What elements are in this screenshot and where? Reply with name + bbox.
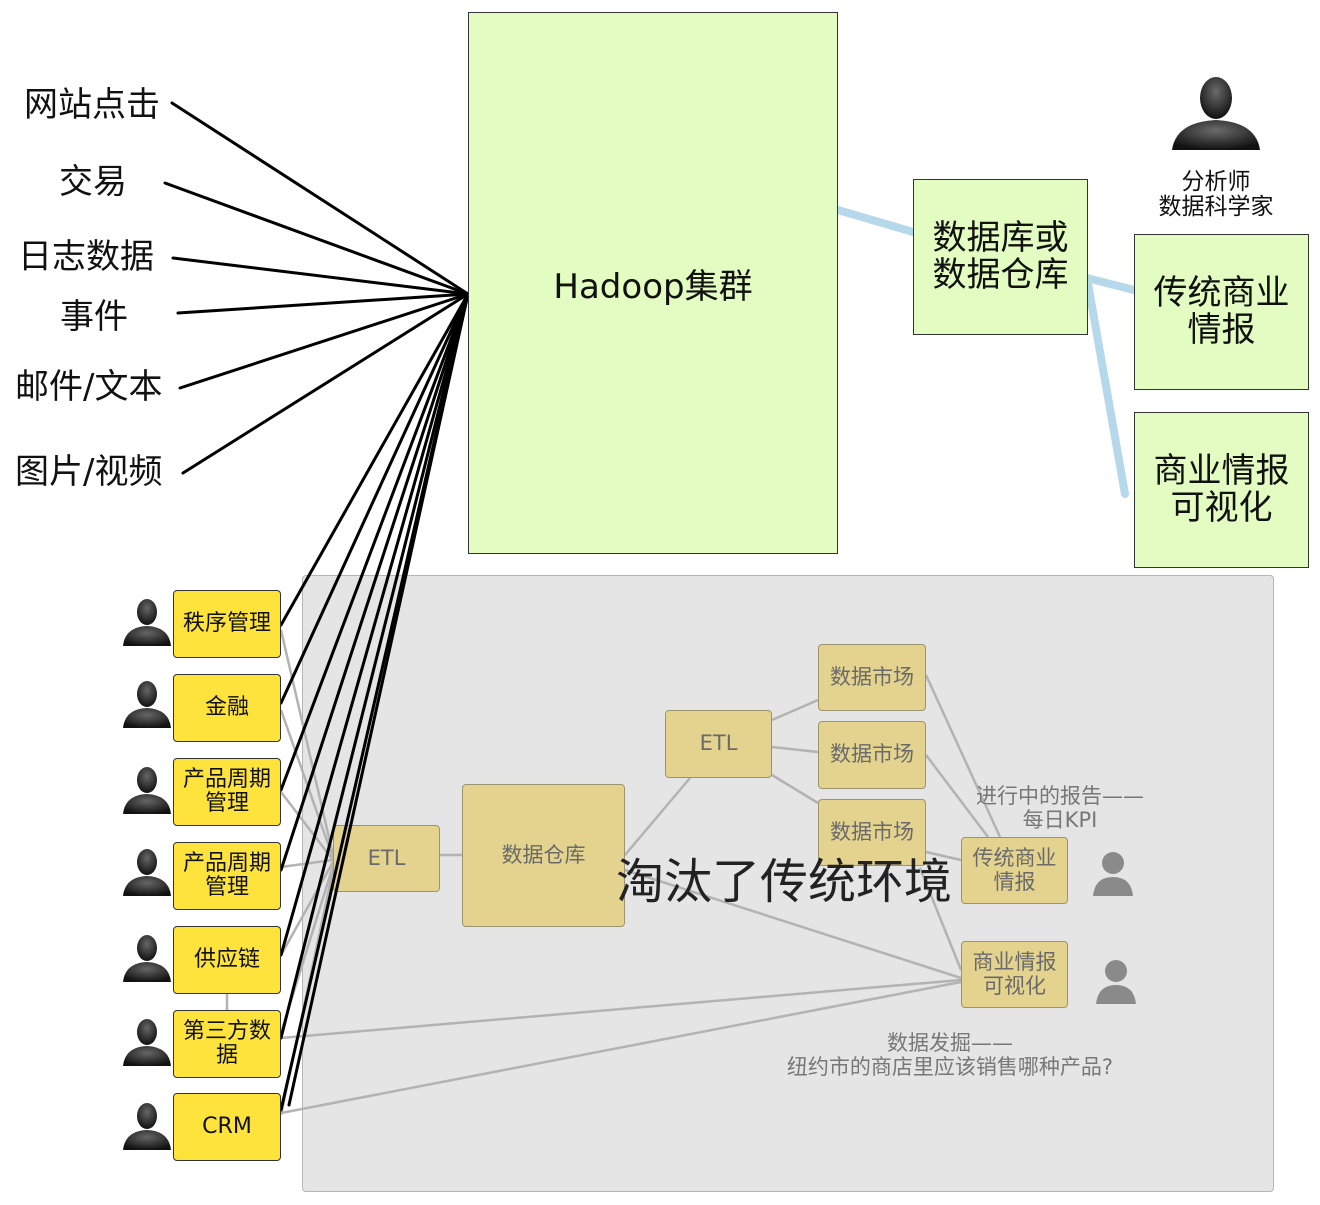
line-transactions [163,181,470,296]
line-third-party [279,292,470,1040]
traditional-bi-box: 传统商业 情报 [1134,234,1309,390]
connector-third-to-viz [280,978,962,1040]
bi-visualization-box: 商业情报 可视化 [1134,412,1309,568]
connector-hadoop-to-warehouse [834,206,917,236]
system-supply-chain: 供应链 [173,926,281,994]
legacy-etl-box: ETL [333,825,440,892]
data-mart-box-1: 数据市场 [818,644,926,711]
source-label-image-video: 图片/视频 [15,452,163,492]
line-image-video [181,292,470,475]
source-label-events: 事件 [60,297,128,337]
legacy-data-warehouse-box: 数据仓库 [462,784,625,927]
bi-visualization-label: 商业情报 可视化 [1153,450,1290,528]
traditional-bi-label: 传统商业 情报 [1153,272,1290,350]
connector-warehouse-to-viz [1083,274,1129,498]
data-mining-note: 数据发掘—— 纽约市的商店里应该销售哪种产品? [786,1031,1114,1080]
database-warehouse-label: 数据库或 数据仓库 [932,217,1069,295]
connector-warehouse-to-viz [624,868,962,980]
user-icon-order-management [122,598,172,646]
user-icon-finance [122,680,172,728]
connector-mart3-to-viz [918,867,963,971]
system-third-party-data-label: 第三方数 据 [182,1018,271,1068]
user-icon-product-lifecycle-2 [122,848,172,896]
connector-etl2-to-mart1 [771,698,819,722]
user-icon-supply-chain [122,934,172,982]
hadoop-cluster-box: Hadoop集群 [468,12,838,554]
legacy-obsolete-stamp: 淘汰了传统环境 [616,854,953,910]
system-order-management-label: 秩序管理 [182,610,271,636]
line-supply-chain [279,292,470,957]
system-product-lifecycle-1-label: 产品周期 管理 [182,766,271,816]
line-crm-2 [287,292,470,1107]
user-icon-product-lifecycle-1 [122,766,172,814]
connector-mart3-to-bi [925,850,962,862]
connector-warehouse-to-bi [1083,274,1138,294]
legacy-etl-secondary-box: ETL [665,710,772,778]
connector-mart1-to-bi [924,674,1002,838]
user-icon-third-party-data [122,1018,172,1066]
source-label-transactions: 交易 [59,162,127,202]
system-third-party-data: 第三方数 据 [173,1010,281,1078]
analyst-avatar-icon [1170,76,1262,150]
database-warehouse-box: 数据库或 数据仓库 [913,179,1088,335]
legacy-bi-visualization-box: 商业情报 可视化 [961,941,1068,1008]
connector-etl2-to-mart3 [771,773,819,805]
connector-warehouse-to-etl2 [624,777,691,856]
system-product-lifecycle-1: 产品周期 管理 [173,758,281,826]
legacy-traditional-bi-box: 传统商业 情报 [961,837,1068,904]
legacy-bi-visualization-label: 商业情报 可视化 [972,950,1057,998]
source-label-web-clicks: 网站点击 [24,85,160,125]
line-log-data [171,256,470,296]
system-order-management: 秩序管理 [173,590,281,658]
connector-plm1-to-etl [280,791,334,861]
system-product-lifecycle-2: 产品周期 管理 [173,842,281,910]
system-crm-label: CRM [202,1113,252,1139]
legacy-person-icon-1 [1092,850,1134,896]
analyst-label: 分析师 数据科学家 [1158,169,1274,221]
connector-etl2-to-mart2 [771,745,819,754]
user-icon-crm [122,1102,172,1150]
source-label-log-data: 日志数据 [18,237,154,277]
line-finance [279,292,470,705]
system-finance-label: 金融 [204,694,249,720]
ongoing-reports-note: 进行中的报告—— 每日KPI [976,784,1144,833]
system-product-lifecycle-2-label: 产品周期 管理 [182,850,271,900]
system-supply-chain-label: 供应链 [193,946,260,972]
line-events [176,292,470,315]
source-label-mail-text: 邮件/文本 [15,367,163,407]
line-order-mgmt [279,292,470,627]
connector-mart2-to-bi [925,754,989,838]
legacy-person-icon-2 [1095,958,1137,1004]
line-plm-2 [279,292,470,872]
hadoop-cluster-label: Hadoop集群 [553,266,753,307]
connector-supply-to-etl [279,861,335,956]
connector-finance-to-etl [279,709,335,859]
connector-order-to-etl [279,629,335,856]
legacy-traditional-bi-label: 传统商业 情报 [972,846,1057,894]
line-mail-text [178,292,470,390]
line-plm-1 [279,292,470,792]
system-crm: CRM [173,1093,281,1161]
data-mart-box-3: 数据市场 [818,799,926,866]
system-finance: 金融 [173,674,281,742]
line-web-clicks [170,101,470,296]
data-mart-box-2: 数据市场 [818,721,926,789]
connector-crm-to-viz [280,980,962,1115]
